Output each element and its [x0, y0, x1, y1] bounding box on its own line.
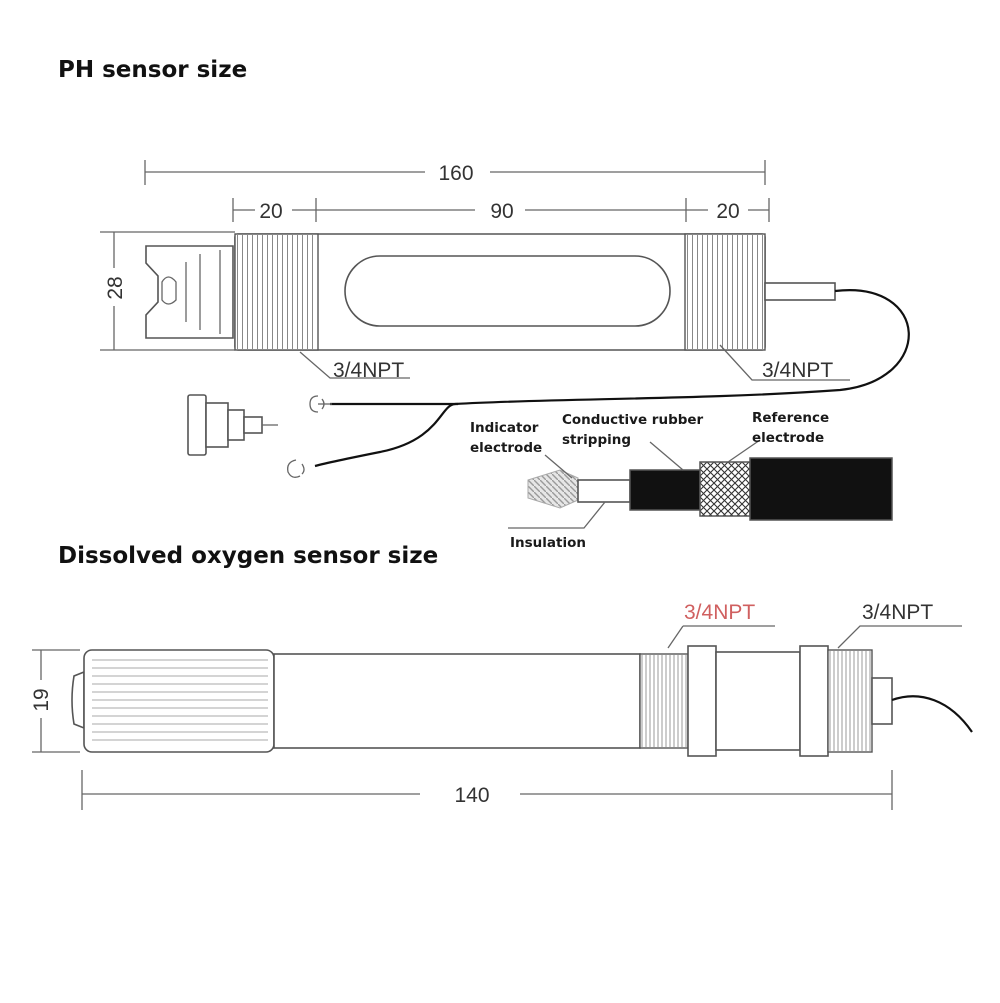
ph-thread-right-label: 3/4NPT — [762, 359, 833, 382]
outer-jacket-layer — [749, 457, 893, 521]
ph-left-thread — [234, 233, 319, 351]
dim-left-label: 20 — [259, 200, 282, 223]
do-dim-total-label: 140 — [454, 784, 489, 807]
ph-thread-leader-right — [719, 344, 850, 381]
dimension-line-segments — [232, 198, 770, 222]
rubber-leader — [649, 441, 684, 471]
reference-label-line1: Reference — [752, 410, 829, 426]
reference-label-line2: electrode — [752, 430, 824, 446]
ph-cable — [314, 289, 910, 468]
dimension-line-160 — [144, 160, 766, 185]
dim-total-label: 160 — [438, 162, 473, 185]
do-thread-leader-left-tail — [667, 625, 684, 649]
do-thread-leader-right — [837, 625, 962, 649]
reference-leader — [727, 439, 761, 463]
fork-terminal-lower — [287, 459, 305, 478]
do-cable — [891, 695, 973, 733]
dimension-line-28 — [100, 231, 235, 351]
fork-terminal-upper — [309, 395, 332, 413]
indicator-leader — [544, 454, 573, 479]
do-thread-right-label: 3/4NPT — [862, 601, 933, 624]
insulation-label: Insulation — [510, 535, 586, 551]
ph-thread-left-label: 3/4NPT — [333, 359, 404, 382]
do-thread-left-label: 3/4NPT — [684, 601, 755, 624]
dim-middle-label: 90 — [490, 200, 513, 223]
bnc-connector — [187, 394, 278, 456]
dim-right-label: 20 — [716, 200, 739, 223]
indicator-label-line1: Indicator — [470, 420, 539, 436]
reference-braid-layer — [699, 461, 751, 517]
rubber-label-line2: stripping — [562, 432, 631, 448]
dim-diameter-label: 28 — [104, 276, 127, 299]
do-dim-diameter-label: 19 — [30, 688, 53, 711]
do-section-title: Dissolved oxygen sensor size — [58, 543, 438, 569]
do-sensor-body — [71, 645, 893, 757]
rubber-label-line1: Conductive rubber — [562, 412, 704, 428]
dimension-line-19 — [32, 649, 80, 753]
cable-cross-section — [527, 457, 893, 521]
ph-sensor-body — [145, 233, 836, 351]
conductive-rubber-layer — [629, 469, 701, 511]
ph-thread-leader-left — [299, 351, 410, 379]
indicator-label-line2: electrode — [470, 440, 542, 456]
dimension-line-140 — [81, 770, 893, 810]
ph-section-title: PH sensor size — [58, 57, 247, 83]
ph-right-thread — [684, 233, 766, 351]
insulation-leader — [508, 501, 606, 529]
